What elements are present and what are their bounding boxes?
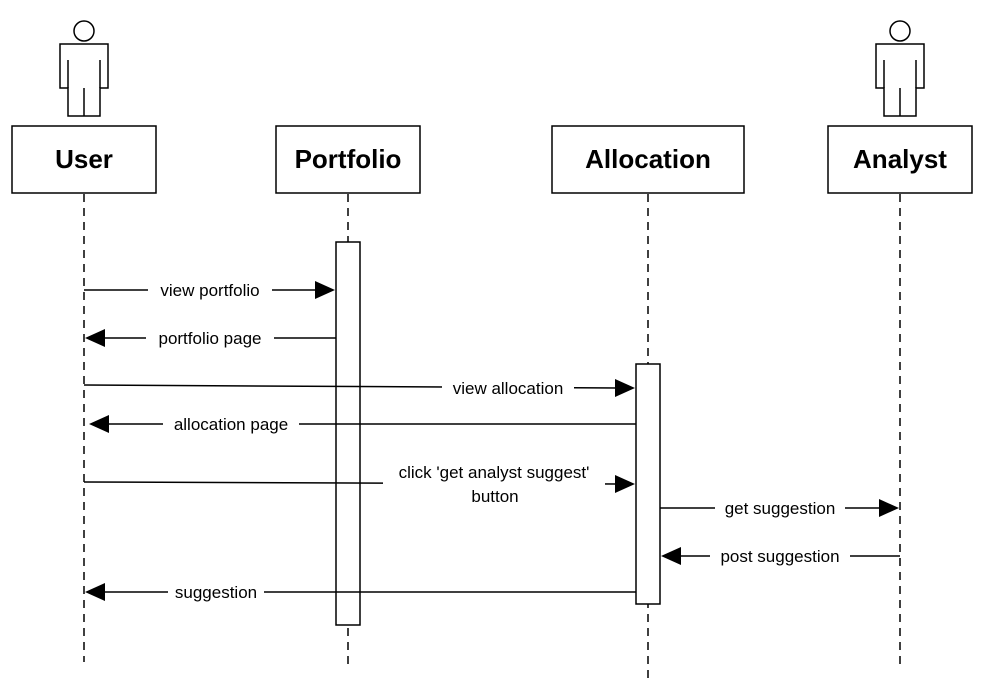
participant-box-user [11,125,157,194]
participant-label-analyst: Analyst [853,144,947,174]
actor-icon-analyst [875,20,925,117]
participant-box-allocation [551,125,745,194]
message-label: allocation page [174,415,288,434]
participant-box-analyst [827,125,973,194]
message-portfolio-page: portfolio page [85,328,336,348]
message-click-get-analyst-suggest: click 'get analyst suggest' button [83,460,635,506]
activation-portfolio [335,241,361,626]
message-get-suggestion: get suggestion [660,498,899,518]
participant-label-portfolio: Portfolio [295,144,402,174]
message-label: view portfolio [160,281,259,300]
message-label: suggestion [175,583,257,602]
message-label: post suggestion [720,547,839,566]
actor-icon-user [59,20,109,117]
message-label: portfolio page [158,329,261,348]
participant-label-allocation: Allocation [585,144,711,174]
message-view-portfolio: view portfolio [84,280,335,300]
message-label-line-1: click 'get analyst suggest' [399,463,590,482]
message-allocation-page: allocation page [89,414,636,434]
activation-allocation [635,363,661,605]
participant-box-portfolio [275,125,421,194]
message-suggestion: suggestion [85,582,636,602]
message-view-allocation: view allocation [83,378,635,398]
message-label: get suggestion [725,499,836,518]
participant-label-user: User [55,144,113,174]
message-label: view allocation [453,379,564,398]
message-label-line-2: button [471,487,518,506]
message-post-suggestion: post suggestion [661,546,900,566]
